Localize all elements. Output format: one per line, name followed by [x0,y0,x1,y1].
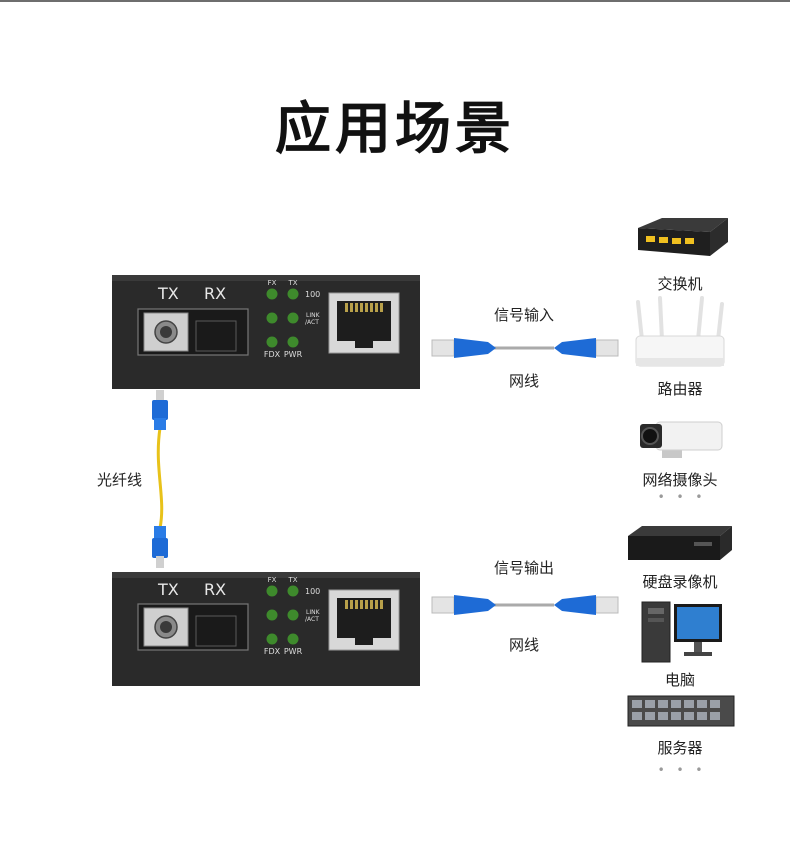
signal-output-label: 信号输出 [493,559,555,577]
led-link-label: LINK [306,609,320,616]
router-label: 路由器 [657,380,703,398]
led-act-label: /ACT [305,616,319,623]
ethernet-cable-bottom [431,595,619,615]
more-devices-top: • • • [657,490,707,504]
led-fx-label: FX [267,279,277,287]
camera-icon [640,421,723,458]
rx-port-label: RX [204,580,227,599]
tx-port-label: TX [158,580,179,599]
switch-label: 交换机 [657,275,703,293]
router-icon [635,296,725,367]
led-link-label: LINK [306,312,320,319]
led-fdx-label: FDX [263,350,281,359]
led-tx-label: TX [288,279,298,287]
server-label: 服务器 [657,739,703,757]
computer-icon [641,601,722,663]
led-act-label: /ACT [305,319,319,326]
fiber-cable-label: 光纤线 [97,471,143,489]
led-pwr-label: PWR [283,350,303,359]
led-fx-label: FX [267,576,277,584]
network-cable-label: 网线 [508,636,540,654]
camera-label: 网络摄像头 [642,471,718,489]
led-tx-label: TX [288,576,298,584]
dvr-label: 硬盘录像机 [642,573,718,591]
tx-port-label: TX [158,284,179,303]
led-speed-label: 100 [305,587,321,596]
dvr-icon [628,526,732,560]
switch-icon [638,218,728,256]
led-fdx-label: FDX [263,647,281,656]
fiber-cable [152,390,168,568]
media-converter-top [112,275,420,389]
media-converter-bottom [112,572,420,686]
led-speed-label: 100 [305,290,321,299]
page-title: 应用场景 [275,97,515,162]
led-pwr-label: PWR [283,647,303,656]
ethernet-cable-top [431,338,619,358]
server-icon [627,695,735,727]
top-border [0,0,790,2]
network-cable-label: 网线 [508,372,540,390]
more-devices-bottom: • • • [657,763,707,777]
rx-port-label: RX [204,284,227,303]
signal-input-label: 信号输入 [493,306,555,324]
computer-label: 电脑 [664,671,696,689]
